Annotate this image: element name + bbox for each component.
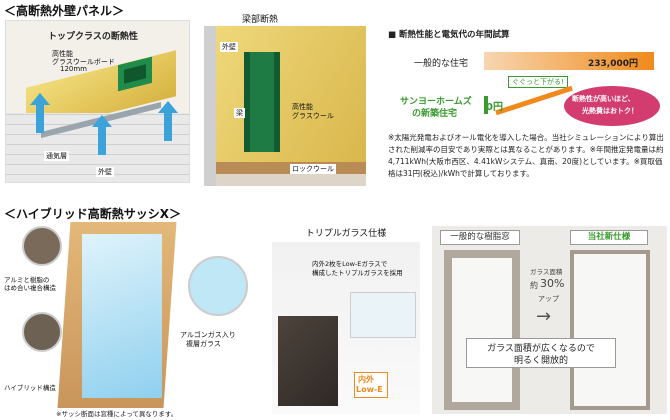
- glasswool-fill: [216, 26, 366, 174]
- wall-panel-title: トップクラスの断熱性: [48, 32, 138, 42]
- glasswool-label-line1: 高性能: [292, 103, 313, 111]
- pct-prefix: 約: [530, 281, 538, 290]
- bubble-line1: 断熱性が高いほど、: [572, 95, 635, 103]
- zoom-circle-middle: [22, 312, 62, 352]
- hybrid-sash-illustration: アルミと樹脂の はめ合い複合構造 ハイブリッド構造 アルゴンガス入り 複層ガラス…: [0, 222, 250, 420]
- chart-bar-sanyo-homes: [484, 96, 488, 114]
- window-general: [444, 250, 520, 410]
- arrow-up-icon: [92, 115, 112, 127]
- chart-header: ■ 断熱性能と電気代の年間試算: [388, 30, 510, 40]
- glasswool-label-line2: グラスウール: [292, 112, 334, 120]
- board-label-line2: グラスウールボード: [52, 58, 115, 66]
- air-layer-label: 通気層: [44, 151, 69, 161]
- caption-box: [466, 338, 616, 368]
- triple-desc-line1: 内外2枚をLow-Eガラスで: [312, 260, 388, 268]
- rockwool-label: ロックウール: [290, 164, 336, 174]
- window-cross-section: [278, 316, 338, 406]
- board-label-line1: 高性能: [52, 50, 73, 58]
- triple-desc-line2: 構成したトリプルガラスを採用: [312, 269, 403, 277]
- sash-footnote: ※サッシ断面は窓種によって異なります。: [56, 410, 178, 418]
- sash-label2: ハイブリッド構造: [4, 384, 56, 392]
- callout-label: ぐぐっと下がる!: [508, 76, 568, 88]
- board-thickness: 120mm: [60, 65, 87, 73]
- arrow-up-icon: [98, 125, 106, 155]
- arrow-up-icon: [36, 103, 44, 133]
- triple-glass-header: トリプルガラス仕様: [305, 229, 387, 239]
- steel-beam: [244, 52, 280, 152]
- electricity-cost-chart: ■ 断熱性能と電気代の年間試算 一般的な住宅 233,000円 ぐぐっと下がる!…: [378, 22, 666, 187]
- bubble-line2: 光熱費はおトク！: [582, 107, 638, 115]
- chart-bar-general-house: [484, 52, 654, 70]
- beam-label: 梁: [234, 108, 245, 118]
- sash-label3-line1: アルゴンガス入り: [180, 331, 236, 339]
- section1-heading: ＜高断熱外壁パネル＞: [4, 4, 125, 18]
- zoom-circle-top: [22, 226, 62, 266]
- tab-new-spec: 当社新仕様: [570, 230, 648, 245]
- chart-note: ※太陽光発電およびオール電化を導入した場合。当社シミュレーションにより算出された…: [388, 133, 664, 178]
- window-new-spec: [570, 250, 650, 410]
- beam-insulation-illustration: 梁部断熱 外壁 梁 高性能 グラスウール ロックウール: [198, 12, 368, 187]
- caption-line1: ガラス面積が広くなるので: [487, 344, 595, 354]
- pct-suffix: アップ: [538, 295, 559, 303]
- caption-line2: 明るく開放的: [513, 356, 568, 366]
- glass-pane: [82, 234, 162, 398]
- pct-value: 30%: [540, 277, 565, 290]
- rockwool-strip: [216, 174, 366, 186]
- pink-bubble: [564, 86, 660, 126]
- beam-panel-title: 梁部断熱: [242, 15, 279, 25]
- chart-row2-label-line1: サンヨーホームズ: [400, 97, 472, 107]
- low-e-badge: [354, 372, 388, 398]
- section2-heading: ＜ハイブリッド高断熱サッシX＞: [4, 207, 182, 221]
- zoom-circle-right: [188, 256, 248, 316]
- low-e-line1: 内外: [358, 375, 374, 384]
- glass-area-comparison: 一般的な樹脂窓 当社新仕様 ガラス面積 約 30% アップ → ガラス面積が広く…: [432, 226, 667, 414]
- chart-row1-label: 一般的な住宅: [414, 59, 469, 69]
- arrow-up-icon: [158, 101, 178, 113]
- arrow-up-icon: [164, 111, 172, 141]
- wall-section: [204, 26, 216, 186]
- arrow-up-icon: [30, 93, 50, 105]
- outer-wall-label: 外壁: [96, 167, 114, 177]
- glass-area-label: ガラス面積: [530, 268, 563, 276]
- outer-wall-label-2: 外壁: [220, 42, 238, 52]
- wall-panel-illustration: トップクラスの断熱性 高性能 グラスウールボード 120mm 通気層 外壁: [5, 20, 190, 183]
- sash-label1-line2: はめ合い複合構造: [4, 284, 56, 292]
- triple-glass-panel: トリプルガラス仕様 内外2枚をLow-Eガラスで 構成したトリプルガラスを採用 …: [272, 226, 420, 414]
- chart-row1-value: 233,000円: [588, 59, 638, 69]
- low-e-line2: Low-E: [356, 385, 383, 394]
- glass-layers-diagram: [350, 292, 416, 338]
- chart-row2-label-line2: の新築住宅: [412, 109, 458, 119]
- chart-row2-value: 0円: [486, 102, 503, 113]
- sash-label3-line2: 複層ガラス: [186, 340, 221, 348]
- tab-general-resin-window: 一般的な樹脂窓: [440, 230, 520, 245]
- arrow-down-left-icon: [495, 85, 573, 116]
- sash-label1-line1: アルミと樹脂の: [4, 276, 50, 284]
- arrow-right-icon: →: [536, 306, 552, 327]
